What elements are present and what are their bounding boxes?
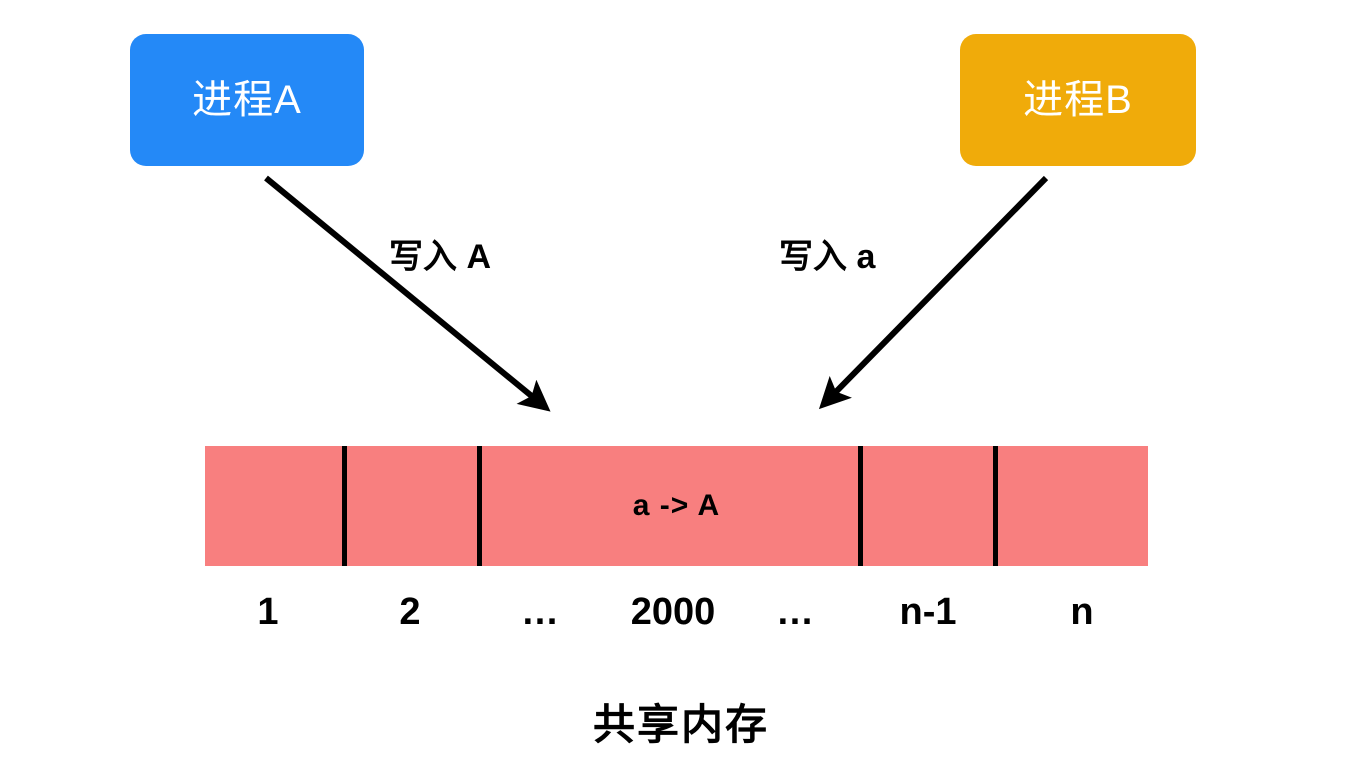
memory-divider-2	[477, 446, 482, 566]
arrow-write-b	[818, 175, 1049, 410]
memory-index-label: 1	[257, 591, 279, 633]
memory-index-label: 2000	[630, 591, 716, 633]
memory-index-label: n-1	[899, 591, 957, 633]
shared-memory-bar: a -> A	[205, 446, 1148, 566]
memory-index-label: 2	[399, 591, 421, 633]
diagram-caption: 共享内存	[592, 701, 769, 748]
arrow-write-a	[264, 175, 551, 412]
memory-cell-value: a -> A	[632, 489, 721, 522]
memory-divider-4	[993, 446, 998, 566]
memory-index-label: …	[776, 591, 814, 633]
process-a-label: 进程A	[192, 78, 302, 122]
memory-fill	[205, 446, 1148, 566]
memory-divider-1	[342, 446, 347, 566]
arrow-label-write-a: 写入 A	[389, 238, 491, 276]
process-b-label: 进程B	[1023, 78, 1133, 122]
arrow-label-write-b: 写入 a	[779, 238, 876, 276]
memory-index-label: …	[521, 591, 559, 633]
process-b-box: 进程B	[960, 34, 1196, 166]
memory-index-labels: 1 2 … 2000 … n-1 n	[0, 591, 1362, 640]
memory-index-label: n	[1070, 591, 1094, 633]
memory-divider-3	[858, 446, 863, 566]
process-a-box: 进程A	[130, 34, 364, 166]
